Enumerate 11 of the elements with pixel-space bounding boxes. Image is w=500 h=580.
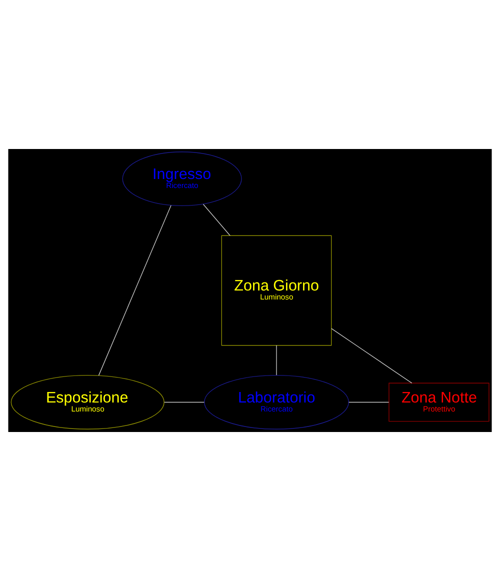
node-box: Zona Giorno Luminoso bbox=[221, 234, 332, 346]
node-ellipse: Laboratorio Ricercato bbox=[204, 374, 349, 429]
connector bbox=[98, 204, 172, 376]
node-box: Zona Notte Protettivo bbox=[388, 382, 490, 422]
connector bbox=[331, 328, 412, 383]
connector bbox=[164, 401, 205, 402]
node-ellipse: Ingresso Ricercato bbox=[122, 151, 242, 206]
connector bbox=[348, 401, 390, 402]
connector bbox=[202, 203, 230, 236]
connector bbox=[276, 344, 277, 375]
node-ellipse: Esposizione Luminoso bbox=[10, 374, 164, 429]
